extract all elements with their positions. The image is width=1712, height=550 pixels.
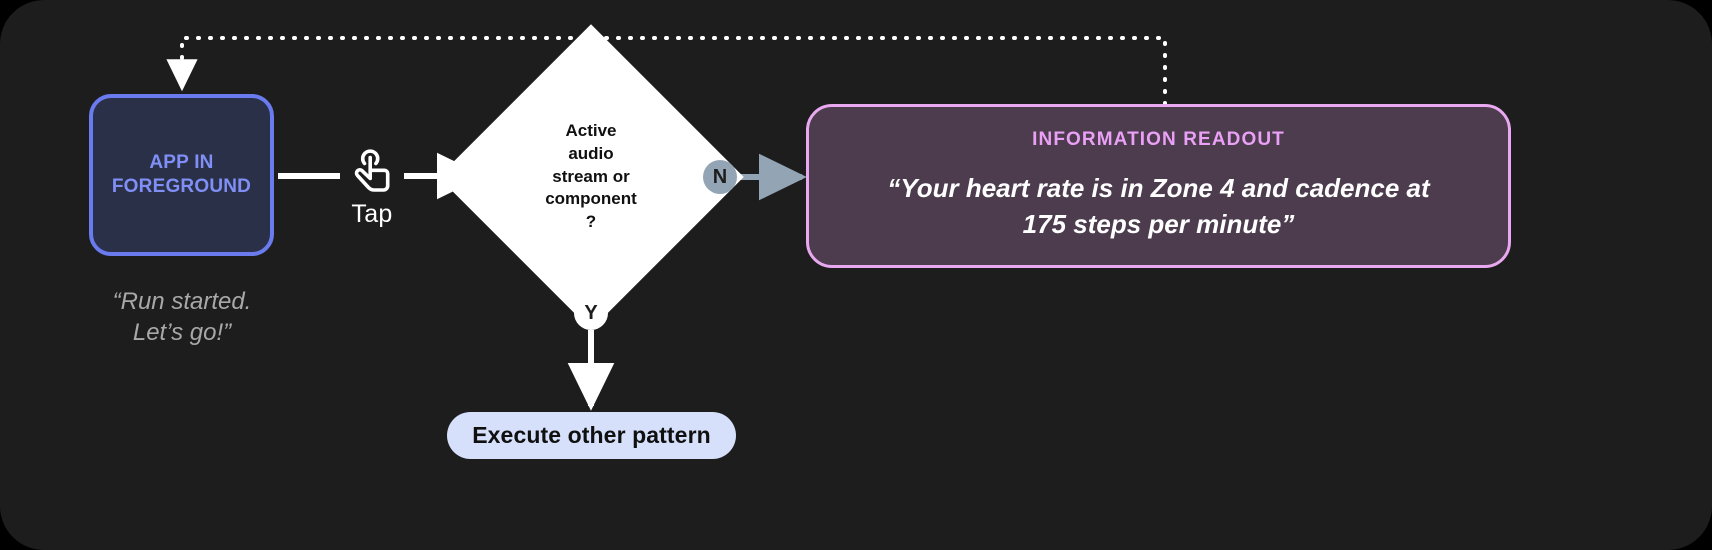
diamond-line5: ? bbox=[585, 211, 597, 231]
branch-badge-yes: Y bbox=[574, 296, 608, 330]
app-node-label-line1: APP IN bbox=[149, 151, 214, 173]
node-app-in-foreground[interactable]: APP IN FOREGROUND bbox=[89, 94, 274, 256]
diamond-line4: component bbox=[545, 189, 637, 209]
readout-body-line1: “Your heart rate is in Zone 4 and cadenc… bbox=[887, 173, 1430, 204]
app-caption-line2: Let’s go!” bbox=[132, 319, 232, 347]
app-caption: “Run started. Let’s go!” bbox=[70, 286, 294, 348]
tap-label: Tap bbox=[351, 200, 393, 228]
readout-title: INFORMATION READOUT bbox=[1032, 129, 1285, 151]
readout-body-line2: 175 steps per minute” bbox=[1022, 209, 1295, 239]
app-node-label: APP IN FOREGROUND bbox=[112, 151, 251, 200]
app-node-label-line2: FOREGROUND bbox=[111, 176, 252, 197]
tap-gesture-group[interactable]: Tap bbox=[340, 148, 404, 244]
node-decision-diamond[interactable]: Active audio stream or component ? bbox=[438, 24, 744, 330]
diamond-line2: audio bbox=[568, 144, 614, 164]
diamond-line1: Active bbox=[565, 121, 617, 141]
node-execute-other-pattern[interactable]: Execute other pattern bbox=[447, 412, 736, 459]
diamond-text: Active audio stream or component ? bbox=[483, 69, 699, 285]
branch-badge-no: N bbox=[703, 160, 737, 194]
app-caption-line1: “Run started. bbox=[112, 288, 252, 315]
readout-body: “Your heart rate is in Zone 4 and cadenc… bbox=[849, 171, 1469, 243]
diamond-line3: stream or bbox=[552, 166, 630, 186]
tap-gesture-icon bbox=[354, 149, 390, 192]
node-information-readout[interactable]: INFORMATION READOUT “Your heart rate is … bbox=[806, 104, 1511, 268]
